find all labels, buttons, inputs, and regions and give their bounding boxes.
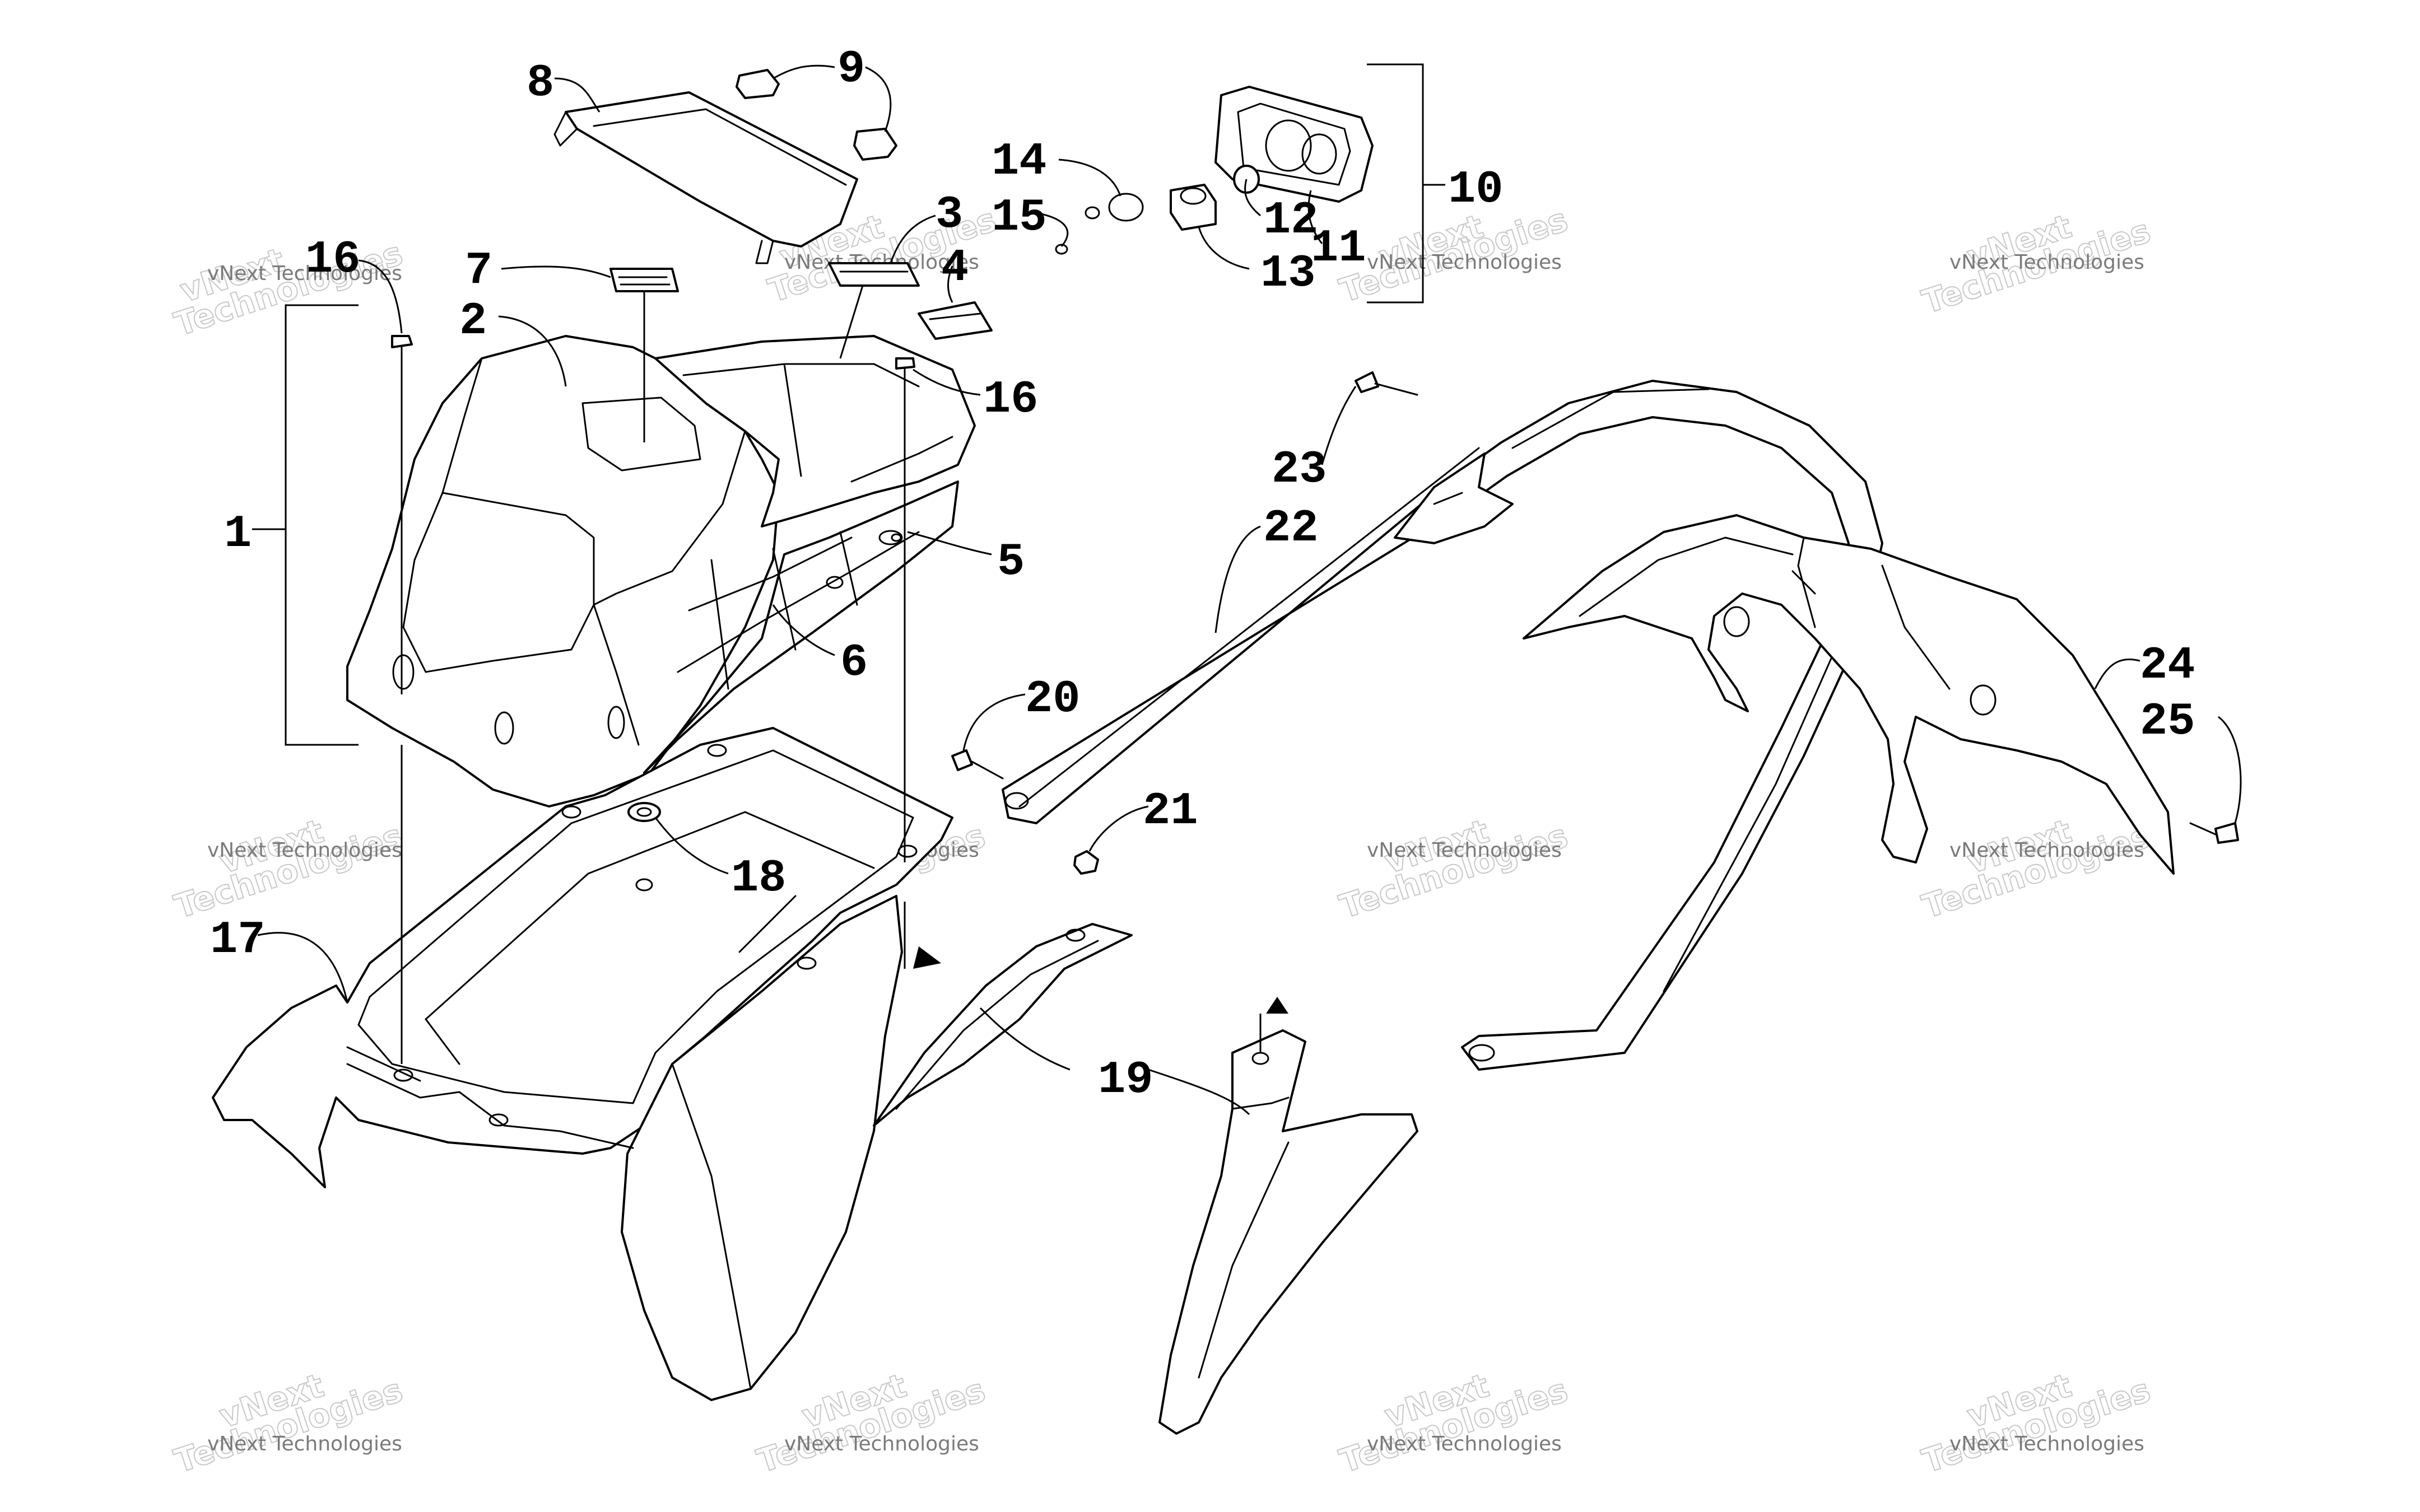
callout-15: 15 — [992, 192, 1046, 244]
part-18-grommet[interactable] — [627, 802, 661, 822]
watermark-4-text: vNext Technologies — [1949, 251, 2144, 274]
part-17-storage-tub[interactable] — [212, 727, 953, 1401]
part-14-gasket[interactable] — [1108, 193, 1144, 222]
watermark-9-text: vNext Technologies — [207, 1432, 402, 1455]
watermark-12: vNext Technologies vNext Technologies — [1917, 1366, 2155, 1481]
callout-19: 19 — [1098, 1054, 1153, 1106]
watermark-9: vNext Technologies vNext Technologies — [169, 1366, 407, 1481]
part-19-side-runner-upper[interactable] — [873, 923, 1133, 1127]
watermark-11: vNext Technologies vNext Technologies — [1334, 1366, 1572, 1481]
part-9-latches[interactable] — [736, 69, 897, 161]
watermark-10-text: vNext Technologies — [784, 1432, 979, 1455]
callout-18: 18 — [731, 852, 786, 904]
part-21-nut[interactable] — [1073, 850, 1099, 875]
watermark-10: vNext Technologies vNext Technologies — [752, 1366, 990, 1481]
watermark-4: vNext Technologies vNext Technologies — [1917, 207, 2155, 322]
part-4-decal[interactable] — [918, 301, 993, 340]
part-16-screw-left[interactable] — [391, 335, 413, 360]
callout-24: 24 — [2140, 640, 2195, 692]
part-22-rear-grab-bar[interactable] — [1002, 380, 1883, 1071]
part-3-top-panel[interactable] — [654, 335, 976, 528]
watermark-3-text: vNext Technologies — [1367, 251, 1562, 274]
callout-11: 11 — [1311, 222, 1366, 274]
part-2-seat-body[interactable] — [346, 335, 780, 808]
watermark-7-text: vNext Technologies — [1367, 839, 1562, 862]
assembly-lines — [401, 358, 1262, 1064]
watermark-3: vNext Technologies vNext Technologies — [1334, 200, 1572, 310]
callout-13: 13 — [1260, 248, 1315, 300]
callout-9: 9 — [837, 43, 865, 95]
leader-lines — [252, 63, 2242, 1116]
part-25-bolt[interactable] — [2189, 822, 2239, 844]
part-13-socket[interactable] — [1170, 184, 1217, 231]
callout-1: 1 — [224, 508, 252, 560]
watermark-7: vNext Technologies vNext Technologies — [1334, 811, 1572, 927]
callout-20: 20 — [1025, 673, 1080, 725]
part-19-side-runner-lower[interactable] — [1158, 1029, 1418, 1435]
callout-4: 4 — [941, 242, 969, 294]
callout-14: 14 — [992, 136, 1046, 188]
assembly-arrow-right — [1266, 997, 1288, 1014]
callout-17: 17 — [210, 914, 265, 966]
callout-2: 2 — [459, 295, 487, 347]
callout-16-left: 16 — [305, 234, 360, 286]
callout-21: 21 — [1143, 785, 1198, 837]
watermark-5: vNext Technologies vNext Technologies — [169, 811, 407, 927]
part-24-rear-flap[interactable] — [1523, 514, 2175, 875]
watermark-8: vNext Technologies vNext Technologies — [1917, 811, 2155, 927]
callout-25: 25 — [2140, 696, 2195, 748]
watermark-5-text: vNext Technologies — [207, 839, 402, 862]
part-16-screw-right[interactable] — [895, 357, 915, 382]
part-6-side-decal-panel[interactable] — [643, 480, 959, 774]
watermark-8-text: vNext Technologies — [1949, 839, 2144, 862]
part-23-bolt[interactable] — [1355, 371, 1418, 396]
callout-16-right: 16 — [983, 374, 1038, 426]
callout-3: 3 — [936, 189, 963, 241]
part-8-storage-lid[interactable] — [553, 91, 858, 264]
part-5-emblem[interactable] — [826, 530, 903, 589]
callout-12: 12 — [1263, 194, 1318, 246]
callout-10: 10 — [1448, 164, 1503, 216]
part-20-bolt[interactable] — [951, 749, 1004, 780]
callout-6: 6 — [840, 637, 868, 689]
callout-labels: 1 2 3 4 5 6 7 8 9 10 11 12 13 14 15 16 1… — [210, 43, 2195, 1106]
part-3-decal[interactable] — [828, 262, 920, 287]
callout-7: 7 — [465, 245, 492, 297]
watermark-1-text: vNext Technologies — [207, 262, 402, 285]
callout-5: 5 — [997, 536, 1025, 588]
part-7-decal[interactable] — [609, 268, 679, 292]
watermark-11-text: vNext Technologies — [1367, 1432, 1562, 1455]
watermark-1: vNext Technologies vNext Technologies — [169, 234, 407, 344]
callout-22: 22 — [1263, 502, 1318, 554]
callout-8: 8 — [527, 57, 554, 109]
part-15-washer[interactable] — [1055, 206, 1100, 255]
callout-23: 23 — [1272, 444, 1327, 496]
assembly-arrow-left — [913, 946, 941, 969]
watermark-12-text: vNext Technologies — [1949, 1432, 2144, 1455]
